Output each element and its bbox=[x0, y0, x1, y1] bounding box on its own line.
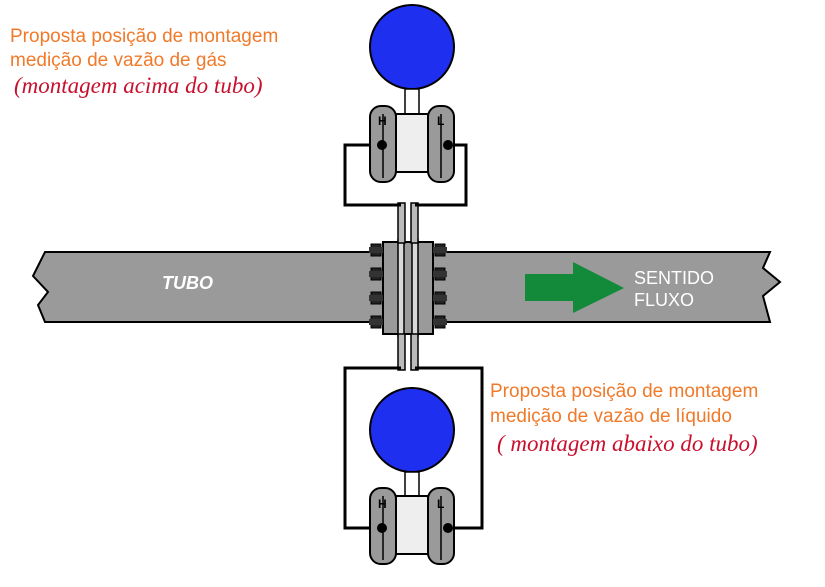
orifice-plate-left bbox=[397, 239, 405, 337]
neck-top bbox=[404, 88, 420, 115]
sensor-body-top bbox=[395, 113, 429, 173]
bottom-annotation-line2: medição de vazão de líquido bbox=[490, 406, 732, 427]
high-port-bottom bbox=[377, 523, 387, 533]
top-annotation-line1: Proposta posição de montagem bbox=[10, 26, 278, 47]
gauge-head-bottom bbox=[369, 387, 455, 473]
low-port-top bbox=[443, 140, 453, 150]
high-port-label-top: H bbox=[378, 114, 387, 128]
orifice-plate-right bbox=[411, 239, 419, 337]
lower-impulse-lines bbox=[343, 366, 484, 530]
high-port-top bbox=[377, 140, 387, 150]
gauge-head-top bbox=[369, 4, 455, 90]
flange-body bbox=[382, 241, 434, 335]
pipe-label: TUBO bbox=[162, 273, 213, 293]
flow-direction-label-line2: FLUXO bbox=[634, 290, 694, 310]
low-port-label-top: L bbox=[437, 114, 444, 128]
high-port-label-bottom: H bbox=[378, 497, 387, 511]
neck-bottom bbox=[404, 471, 420, 498]
transmitter-bottom: H L bbox=[369, 387, 455, 565]
flow-direction-label-line1: SENTIDO bbox=[634, 268, 714, 288]
top-annotation-line2: medição de vazão de gás bbox=[10, 50, 227, 71]
transmitter-top: H L bbox=[369, 4, 455, 183]
top-annotation-mounting: (montagem acima do tubo) bbox=[14, 73, 263, 98]
upper-impulse-lines bbox=[343, 143, 468, 207]
flow-arrow-icon bbox=[525, 262, 624, 313]
top-annotation: Proposta posição de montagem medição de … bbox=[10, 26, 278, 98]
low-port-label-bottom: L bbox=[437, 497, 444, 511]
bottom-annotation-line1: Proposta posição de montagem bbox=[490, 381, 758, 402]
orifice-flange bbox=[368, 202, 448, 371]
sensor-body-bottom bbox=[395, 495, 429, 555]
bottom-annotation: Proposta posição de montagem medição de … bbox=[490, 381, 758, 456]
bottom-annotation-mounting: ( montagem abaixo do tubo) bbox=[497, 431, 758, 456]
low-port-bottom bbox=[443, 523, 453, 533]
